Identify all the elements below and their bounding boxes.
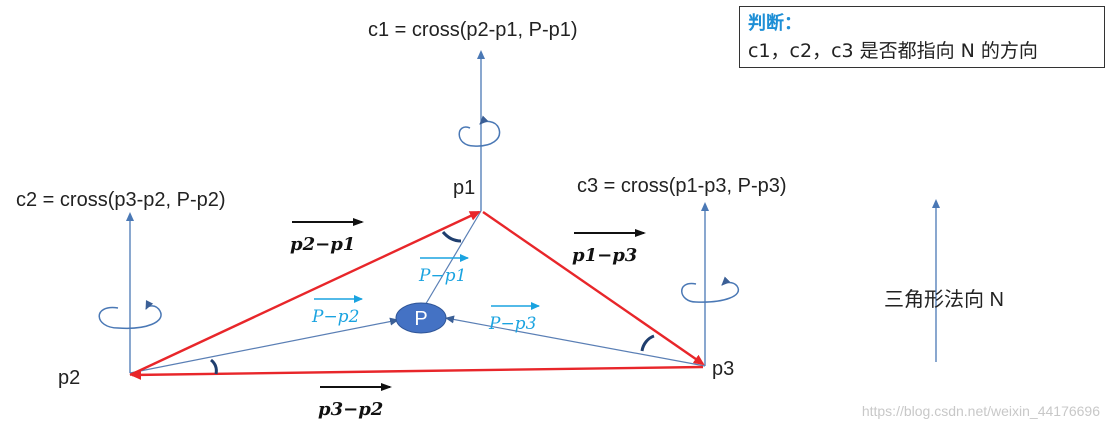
- judgement-note-box: 判断： c1，c2，c3 是否都指向 N 的方向: [739, 6, 1105, 68]
- segment-p3-to-P: [445, 315, 706, 367]
- vertex-label-p3: p3: [712, 358, 734, 380]
- edge-vector-label-p2-p1: p2−p1: [290, 234, 355, 255]
- point-vector-label-P-p2: P−p2: [311, 307, 359, 327]
- segment-p2-to-P: [129, 317, 399, 374]
- edge-p3-p2: [130, 365, 704, 380]
- rotation-icon-c3: [681, 276, 740, 303]
- judgement-text: c1，c2，c3 是否都指向 N 的方向: [748, 40, 1038, 62]
- point-vector-label-P-p1: P−p1: [418, 266, 466, 286]
- formula-c3: c3 = cross(p1-p3, P-p3): [577, 175, 787, 197]
- point-P-label: P: [414, 308, 427, 330]
- vertex-label-p1: p1: [453, 177, 475, 199]
- segment-p1-to-P: [420, 210, 482, 313]
- angle-mark-p2: [210, 358, 218, 375]
- judgement-title: 判断：: [748, 13, 802, 34]
- vertex-label-p2: p2: [58, 367, 80, 389]
- normal-label: 三角形法向 N: [884, 288, 1004, 311]
- edge-p1-p3: [482, 211, 705, 366]
- formula-c2: c2 = cross(p3-p2, P-p2): [16, 189, 226, 211]
- edge-vector-label-p3-p2: p3−p2: [318, 399, 383, 420]
- rotation-icon-c1: [458, 115, 501, 147]
- point-vector-label-P-p3: P−p3: [488, 314, 536, 334]
- edge-vector-label-p1-p3: p1−p3: [572, 245, 637, 266]
- watermark: https://blog.csdn.net/weixin_44176696: [862, 403, 1100, 419]
- formula-c1: c1 = cross(p2-p1, P-p1): [368, 19, 578, 41]
- angle-mark-p3: [640, 334, 655, 352]
- point-P: [395, 302, 447, 334]
- angle-mark-p1: [441, 231, 462, 243]
- edge-p2-p1: [129, 210, 481, 377]
- rotation-icon-c2: [98, 300, 162, 330]
